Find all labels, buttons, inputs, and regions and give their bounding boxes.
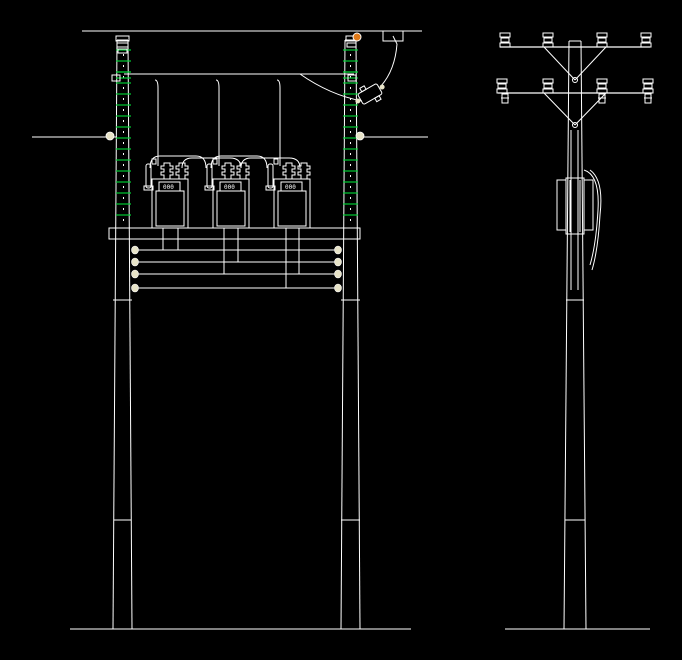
pin-insulator (496, 78, 508, 94)
left-pole (112, 39, 133, 630)
suspension-insulator (598, 93, 606, 104)
pin-insulator (542, 32, 554, 48)
transformer-3-terminal-label: 000 (285, 184, 296, 191)
side-upper-crossarm (500, 46, 650, 83)
transformer-1-terminal-label: 000 (163, 184, 174, 191)
secondary-downleads (162, 228, 300, 288)
right-pole (340, 39, 361, 630)
transformer-platform (108, 227, 361, 240)
pin-insulator (542, 78, 554, 94)
side-transformer (556, 169, 602, 271)
secondary-rack (131, 245, 342, 293)
right-spool-insulator (334, 245, 342, 255)
side-pole (563, 40, 587, 630)
pin-insulator (499, 32, 511, 48)
pin-insulator (642, 78, 654, 94)
right-spool-insulator (334, 283, 342, 293)
transformer-3: 000 (265, 158, 311, 229)
suspension-insulator (644, 93, 652, 104)
upper-busbar (111, 71, 358, 82)
left-spool-insulator (131, 283, 139, 293)
side-view (496, 32, 654, 630)
pin-insulator (596, 78, 608, 94)
left-spool-insulator (131, 257, 139, 267)
drop-leads (154, 79, 281, 166)
right-spool-insulator (334, 269, 342, 279)
pin-insulator (596, 32, 608, 48)
suspension-insulator (501, 93, 509, 104)
right-spool-insulator (334, 257, 342, 267)
left-spool-insulator (131, 245, 139, 255)
transformer-1: 000 (143, 158, 189, 229)
transformer-2-terminal-label: 000 (224, 184, 235, 191)
transformer-bank: 000 000 000 (143, 158, 311, 229)
side-lower-crossarm (498, 92, 652, 128)
front-view: 000 000 000 (32, 30, 428, 630)
pin-insulator (640, 32, 652, 48)
left-spool-insulator (131, 269, 139, 279)
left-top-insulator (115, 35, 130, 54)
mid-feeder-lines (32, 131, 428, 141)
transformer-2: 000 (204, 158, 250, 229)
service-cutout (299, 30, 404, 105)
side-insulators (496, 32, 654, 104)
right-top-insulator (345, 32, 362, 48)
